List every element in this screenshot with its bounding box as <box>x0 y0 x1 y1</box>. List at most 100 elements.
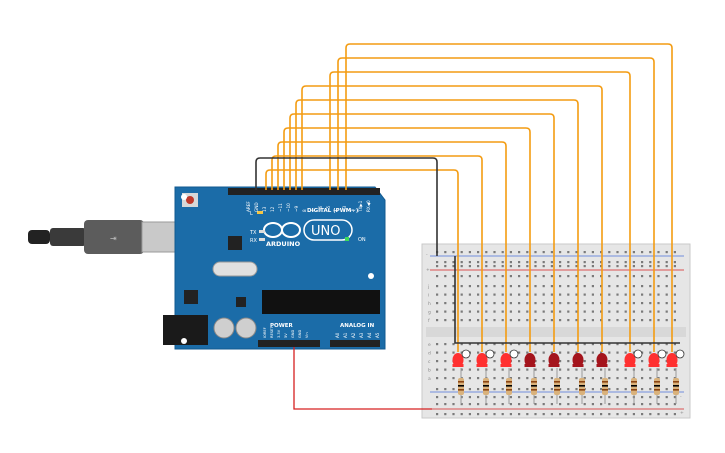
signal-wire[interactable] <box>301 85 603 352</box>
pin-label: ~10 <box>286 203 291 212</box>
rail-plus-label-bottom: + <box>680 410 684 416</box>
arduino-board[interactable]: ARDUINO UNO ON L TX RX DIGITAL (PWM~) PO… <box>163 186 386 350</box>
capacitor-icon <box>213 317 235 339</box>
led[interactable] <box>596 353 608 367</box>
pin-label: RESET <box>270 326 274 338</box>
pin-label: GND <box>291 330 295 338</box>
led[interactable] <box>648 353 660 367</box>
rx-label: RX <box>250 238 257 244</box>
model-label: UNO <box>311 224 340 239</box>
signal-wire[interactable] <box>289 113 555 352</box>
power-wire[interactable] <box>293 347 432 410</box>
led-lit-indicator-icon <box>633 349 643 359</box>
signal-wire[interactable] <box>345 43 673 352</box>
pin-label: AREF <box>246 201 251 212</box>
pin-label: ~11 <box>278 203 283 212</box>
signal-wire[interactable] <box>277 141 507 352</box>
brand-label: ARDUINO <box>266 240 301 248</box>
row-letter: h <box>428 301 431 307</box>
digital-label: DIGITAL (PWM~) <box>307 208 359 214</box>
pin-label: A0 <box>335 332 340 338</box>
led-base <box>648 364 660 367</box>
digital-header <box>228 188 380 195</box>
pin-label: ~9 <box>294 205 299 212</box>
capacitor-icon <box>235 317 257 339</box>
on-label: ON <box>358 237 366 243</box>
svg-text:⇥: ⇥ <box>110 234 117 243</box>
rail-minus-label-bottom: - <box>680 395 682 400</box>
rail-minus-label: - <box>426 253 428 258</box>
led-base <box>548 364 560 367</box>
led[interactable] <box>500 353 512 367</box>
led-base <box>666 364 678 367</box>
row-letter: f <box>428 318 430 324</box>
signal-wire[interactable] <box>329 71 631 352</box>
pin-label: A1 <box>343 332 348 338</box>
on-led-icon <box>345 237 349 241</box>
power-header <box>258 340 320 347</box>
led-lit-indicator-icon <box>461 349 471 359</box>
pin-label: TX▶1 <box>358 200 363 213</box>
signal-wire[interactable] <box>295 99 579 352</box>
led[interactable] <box>524 353 536 367</box>
led[interactable] <box>548 353 560 367</box>
led[interactable] <box>666 353 678 367</box>
pin-label: A3 <box>359 332 364 338</box>
led[interactable] <box>624 353 636 367</box>
reset-button[interactable] <box>186 196 194 204</box>
led-base <box>500 364 512 367</box>
tx-label: TX <box>249 230 257 236</box>
microcontroller-chip <box>262 290 380 314</box>
led-lit-indicator-icon <box>509 349 519 359</box>
l-label: L <box>250 211 253 217</box>
components <box>452 349 685 404</box>
ground-wire[interactable] <box>255 157 438 256</box>
led-base <box>524 364 536 367</box>
row-letter: e <box>428 343 431 348</box>
row-letter: j <box>427 284 429 290</box>
wires <box>255 43 680 410</box>
signal-wire[interactable] <box>283 127 531 352</box>
row-letter: a <box>428 377 431 382</box>
analog-label: ANALOG IN <box>340 323 375 329</box>
led-base <box>452 364 464 367</box>
row-letter: i <box>428 293 429 299</box>
led[interactable] <box>476 353 488 367</box>
led-lit-indicator-icon <box>485 349 495 359</box>
crystal-oscillator <box>212 261 258 277</box>
row-letter: b <box>428 368 431 374</box>
pin-label: 13 <box>262 206 267 212</box>
pin-label: GND <box>254 202 259 212</box>
row-letter: d <box>428 351 431 357</box>
pin-label: ~5 <box>326 205 331 212</box>
pin-label: 12 <box>270 206 275 212</box>
signal-wire[interactable] <box>265 169 459 352</box>
pin-label: 4 <box>334 209 339 212</box>
led[interactable] <box>452 353 464 367</box>
row-letter: g <box>428 311 431 316</box>
pin-label: Vin <box>305 332 309 338</box>
led-base <box>476 364 488 367</box>
led-lit-indicator-icon <box>675 349 685 359</box>
pin-label: RX◀0 <box>366 200 371 212</box>
power-label: POWER <box>270 323 294 329</box>
breadboard-holes <box>436 251 676 416</box>
led-base <box>596 364 608 367</box>
pin-label: A4 <box>367 332 372 338</box>
pin-label: 7 <box>310 209 315 212</box>
analog-header <box>330 340 380 347</box>
led-lit-indicator-icon <box>657 349 667 359</box>
ground-bus-wire[interactable] <box>454 256 680 344</box>
pin-label: IOREF <box>263 327 267 338</box>
usb-cable: ⇥ <box>28 220 203 254</box>
pin-label: 8 <box>302 209 307 212</box>
led[interactable] <box>572 353 584 367</box>
pin-label: 5V <box>284 333 288 338</box>
pin-label: ~3 <box>342 205 347 212</box>
regulator <box>184 290 198 304</box>
signal-wire[interactable] <box>337 57 655 352</box>
